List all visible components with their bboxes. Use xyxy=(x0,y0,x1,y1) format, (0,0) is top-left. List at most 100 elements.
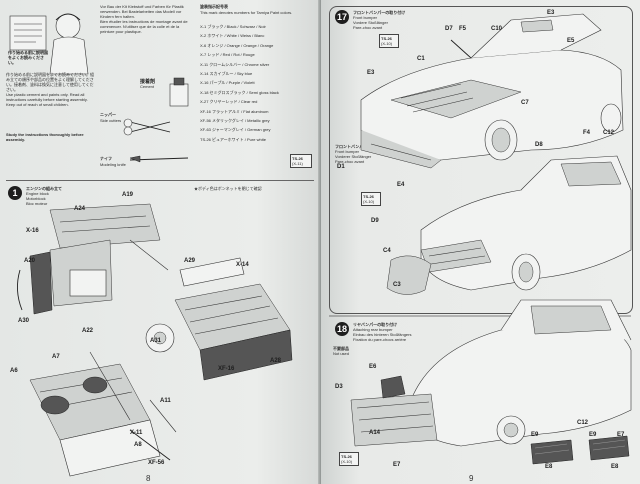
part-label: A11 xyxy=(160,398,171,404)
paint-row: X-27 クリヤーレッド / Clear red xyxy=(200,99,258,105)
step-18-title-fr: Fixation du pare-chocs arrière xyxy=(353,337,407,342)
step-17-title-de: Vordere Stoßfänger xyxy=(353,20,388,25)
part-label: A14 xyxy=(369,430,381,436)
paint-tag-sub: (X-11) xyxy=(292,161,303,166)
step-18-title-jp: リヤバンパーの取り付け xyxy=(353,322,398,327)
car-assembly-diagram xyxy=(329,13,632,465)
paint-row: X-6 オレンジ / Orange / Orange / Orange xyxy=(200,42,274,48)
paint-row: X-11 クロームシルバー / Chrome silver xyxy=(200,61,270,67)
cartoon-figure-icon xyxy=(9,13,89,75)
part-label: C1 xyxy=(417,56,425,62)
part-label: D3 xyxy=(335,384,343,390)
part-label: C10 xyxy=(491,26,503,32)
step-18-paint-tag: TS-26 (X-10) xyxy=(339,452,359,466)
part-label: F4 xyxy=(583,130,591,136)
right-page: 17 フロントバンパーの取り付け Front bumper Vordere St… xyxy=(321,0,640,484)
step-17-number: 17 xyxy=(335,10,349,24)
intro-section: 作り始める前に説明図をよくお読みください。 作り始める前に説明図をよくお読みくだ… xyxy=(6,4,96,154)
paint-row: XF-56 メタリックグレイ / Metallic grey xyxy=(200,118,270,123)
step-18-title-de: Einbau des hinteren Stoßfängers xyxy=(353,332,412,337)
paint-row: X-14 スカイブルー / Sky blue xyxy=(200,71,253,76)
part-label: C12 xyxy=(577,420,589,426)
engine-assembly-diagram xyxy=(17,203,293,477)
part-label: A24 xyxy=(74,206,86,212)
step-17-tag-top-code: TS-26 xyxy=(381,36,392,41)
cement-en: Cement xyxy=(140,84,155,89)
part-label: C4 xyxy=(383,248,391,254)
part-label: E7 xyxy=(393,462,401,468)
step-18-number: 18 xyxy=(335,322,349,336)
paint-row: TS-26 ピュアーホワイト / Pure white xyxy=(200,136,266,142)
right-page-number: 9 xyxy=(469,474,474,483)
part-label: A7 xyxy=(52,354,60,360)
step-17-frame xyxy=(329,6,633,314)
step-18-tag-code: TS-26 xyxy=(341,454,352,459)
part-label: E4 xyxy=(397,182,405,188)
paint-row: X-2 ホワイト / White / Weiss / Blanc xyxy=(200,33,265,39)
part-label: A29 xyxy=(184,258,196,264)
step-1-title-en: Engine block xyxy=(26,191,49,196)
paint-row: X-7 レッド / Red / Rot / Rouge xyxy=(200,52,255,58)
part-label: A6 xyxy=(10,368,18,374)
step-17-title-fr: Pare-choc avant xyxy=(353,25,383,30)
paint-row: X-18 セミグロスブラック / Semi gloss black xyxy=(200,89,279,95)
paint-row: XF-16 フラットアルミ / Flat aluminum xyxy=(200,108,269,114)
divider xyxy=(6,180,314,181)
step-1-title-fr: Bloc moteur xyxy=(26,201,48,206)
part-label: E6 xyxy=(369,364,377,370)
paint-header-en: This mark denotes numbers for Tamiya Pai… xyxy=(200,10,293,15)
tools-label: ニッパー xyxy=(100,112,116,117)
step-17-tag-top-sub: (X-10) xyxy=(381,41,393,46)
step-18-note-jp: 不要部品 xyxy=(333,346,349,351)
step-1-note: ★ボディ色はボンネットを閉じて確認 xyxy=(194,186,262,191)
part-label: C7 xyxy=(521,100,529,106)
part-label: C12 xyxy=(603,130,615,136)
step-17-tag-code: TS-26 xyxy=(363,194,374,199)
tools-illustration xyxy=(123,77,189,163)
step-18-note-en: Not used xyxy=(333,351,350,356)
part-label: XF-56 xyxy=(148,460,165,466)
side-cutters-icon xyxy=(129,121,171,133)
intro-text-block: 作り始める前に説明図をよくお読みください。組み立ての順序や部品の位置をよく理解し… xyxy=(6,72,94,107)
part-label: A8 xyxy=(134,442,142,448)
knife-en: Modeling knife xyxy=(100,162,126,167)
paint-table: 塗装指示記号表 This mark denotes numbers for Ta… xyxy=(200,4,312,180)
front-bumper-label-de: Vorderer Stoßfänger xyxy=(335,154,372,159)
step-18-title-en: Attaching rear bumper xyxy=(353,327,393,332)
paint-tag: TS-26 (X-11) xyxy=(290,154,312,168)
part-label: X-14 xyxy=(236,262,249,268)
part-label: F5 xyxy=(459,26,467,32)
part-label: C3 xyxy=(393,282,401,288)
part-label: A19 xyxy=(122,192,134,198)
step-17-paint-tag: TS-26 (X-10) xyxy=(361,192,381,206)
step-17-tag-sub: (X-10) xyxy=(363,199,375,204)
step-1-title-de: Motorblock xyxy=(26,196,46,201)
part-label: A30 xyxy=(18,318,30,324)
part-label: E3 xyxy=(367,70,375,76)
part-label: D9 xyxy=(371,218,379,224)
cement-label: 接着剤 xyxy=(140,79,156,85)
part-label: E3 xyxy=(547,10,555,16)
paint-row: X-16 パープル / Purple / Violett xyxy=(200,80,255,86)
part-label: X-16 xyxy=(26,228,39,234)
tools-section: Vor Bau der Kit Klebstoff und Farben für… xyxy=(100,4,195,174)
part-label: A28 xyxy=(270,358,282,364)
paint-header-jp: 塗装指示記号表 xyxy=(200,4,228,9)
front-bumper-label-jp: フロントバンパー xyxy=(335,144,368,149)
paint-row: XF-63 ジャーマングレイ / German grey xyxy=(200,127,271,133)
left-page: 作り始める前に説明図をよくお読みください。 作り始める前に説明図をよくお読みくだ… xyxy=(0,0,321,484)
step-17-title-jp: フロントバンパーの取り付け xyxy=(353,10,406,15)
intro-en: Study the instructions thoroughly before… xyxy=(6,132,84,142)
knife-label: ナイフ xyxy=(100,156,112,161)
part-label: E8 xyxy=(545,464,553,470)
tools-text: Vor Bau der Kit Klebstoff und Farben für… xyxy=(100,4,188,34)
part-label: A22 xyxy=(82,328,94,334)
part-label: A20 xyxy=(24,258,36,264)
step-18-tag-sub: (X-10) xyxy=(341,459,353,464)
part-label: E9 xyxy=(531,432,539,438)
part-label: XF-16 xyxy=(218,366,235,372)
tools-en: Side cutters xyxy=(100,118,122,123)
part-label: E7 xyxy=(617,432,625,438)
part-label: D7 xyxy=(445,26,453,32)
